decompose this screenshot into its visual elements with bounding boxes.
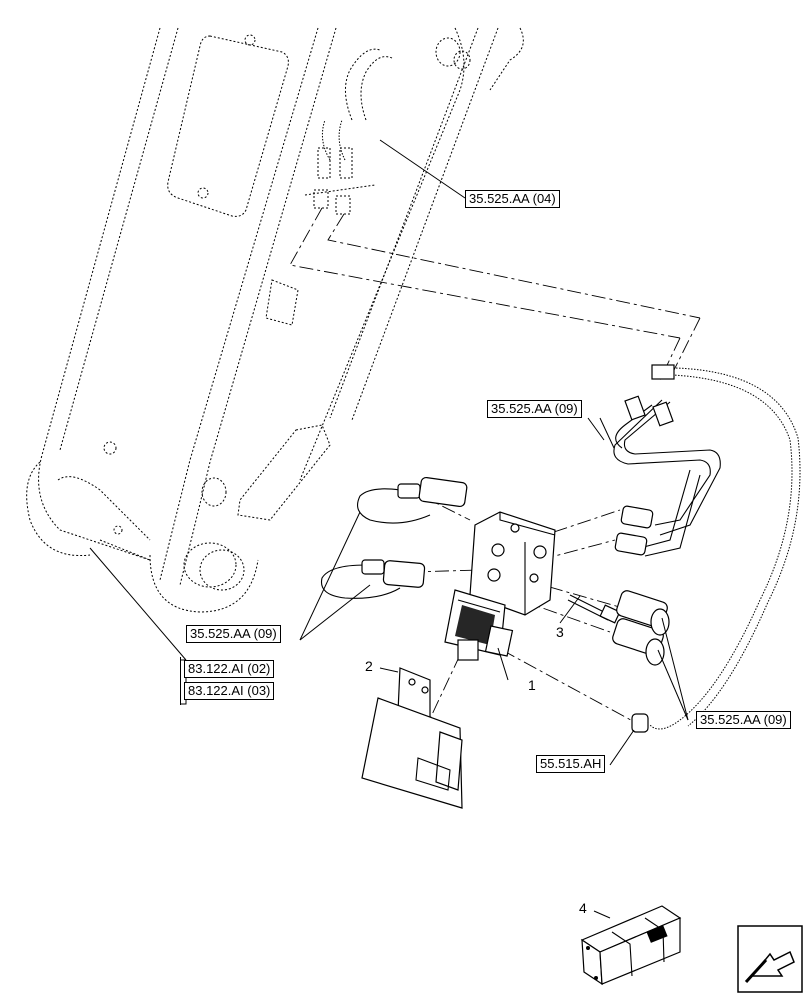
ref-35-525-aa-09-top[interactable]: 35.525.AA (09) bbox=[487, 400, 582, 418]
centre-lines bbox=[289, 207, 701, 741]
hydraulic-pipes bbox=[320, 364, 721, 599]
item-number-3: 3 bbox=[556, 624, 564, 640]
kit-box-icon bbox=[580, 905, 682, 986]
return-hose bbox=[649, 367, 801, 730]
ref-55-515-ah[interactable]: 55.515.AH bbox=[536, 755, 606, 773]
ref-35-525-aa-09-left[interactable]: 35.525.AA (09) bbox=[186, 625, 281, 643]
solenoid-cover bbox=[361, 667, 463, 809]
solenoid-coil-hatch bbox=[455, 605, 495, 645]
item-number-2: 2 bbox=[365, 658, 373, 674]
ref-83-122-ai-03[interactable]: 83.122.AI (03) bbox=[184, 682, 275, 700]
arrow-back-icon[interactable] bbox=[737, 925, 803, 993]
valve-block bbox=[444, 511, 621, 661]
group-bracket bbox=[180, 657, 181, 705]
ref-83-122-ai-02[interactable]: 83.122.AI (02) bbox=[184, 660, 275, 678]
top-fittings bbox=[304, 147, 376, 215]
item-number-1: 1 bbox=[528, 677, 536, 693]
leader-lines bbox=[89, 139, 689, 919]
loader-arm-phantom bbox=[26, 27, 524, 613]
item-number-4: 4 bbox=[579, 900, 587, 916]
ref-35-525-aa-04[interactable]: 35.525.AA (04) bbox=[465, 190, 560, 208]
right-fittings bbox=[612, 590, 670, 733]
ref-35-525-aa-09-right[interactable]: 35.525.AA (09) bbox=[696, 711, 791, 729]
